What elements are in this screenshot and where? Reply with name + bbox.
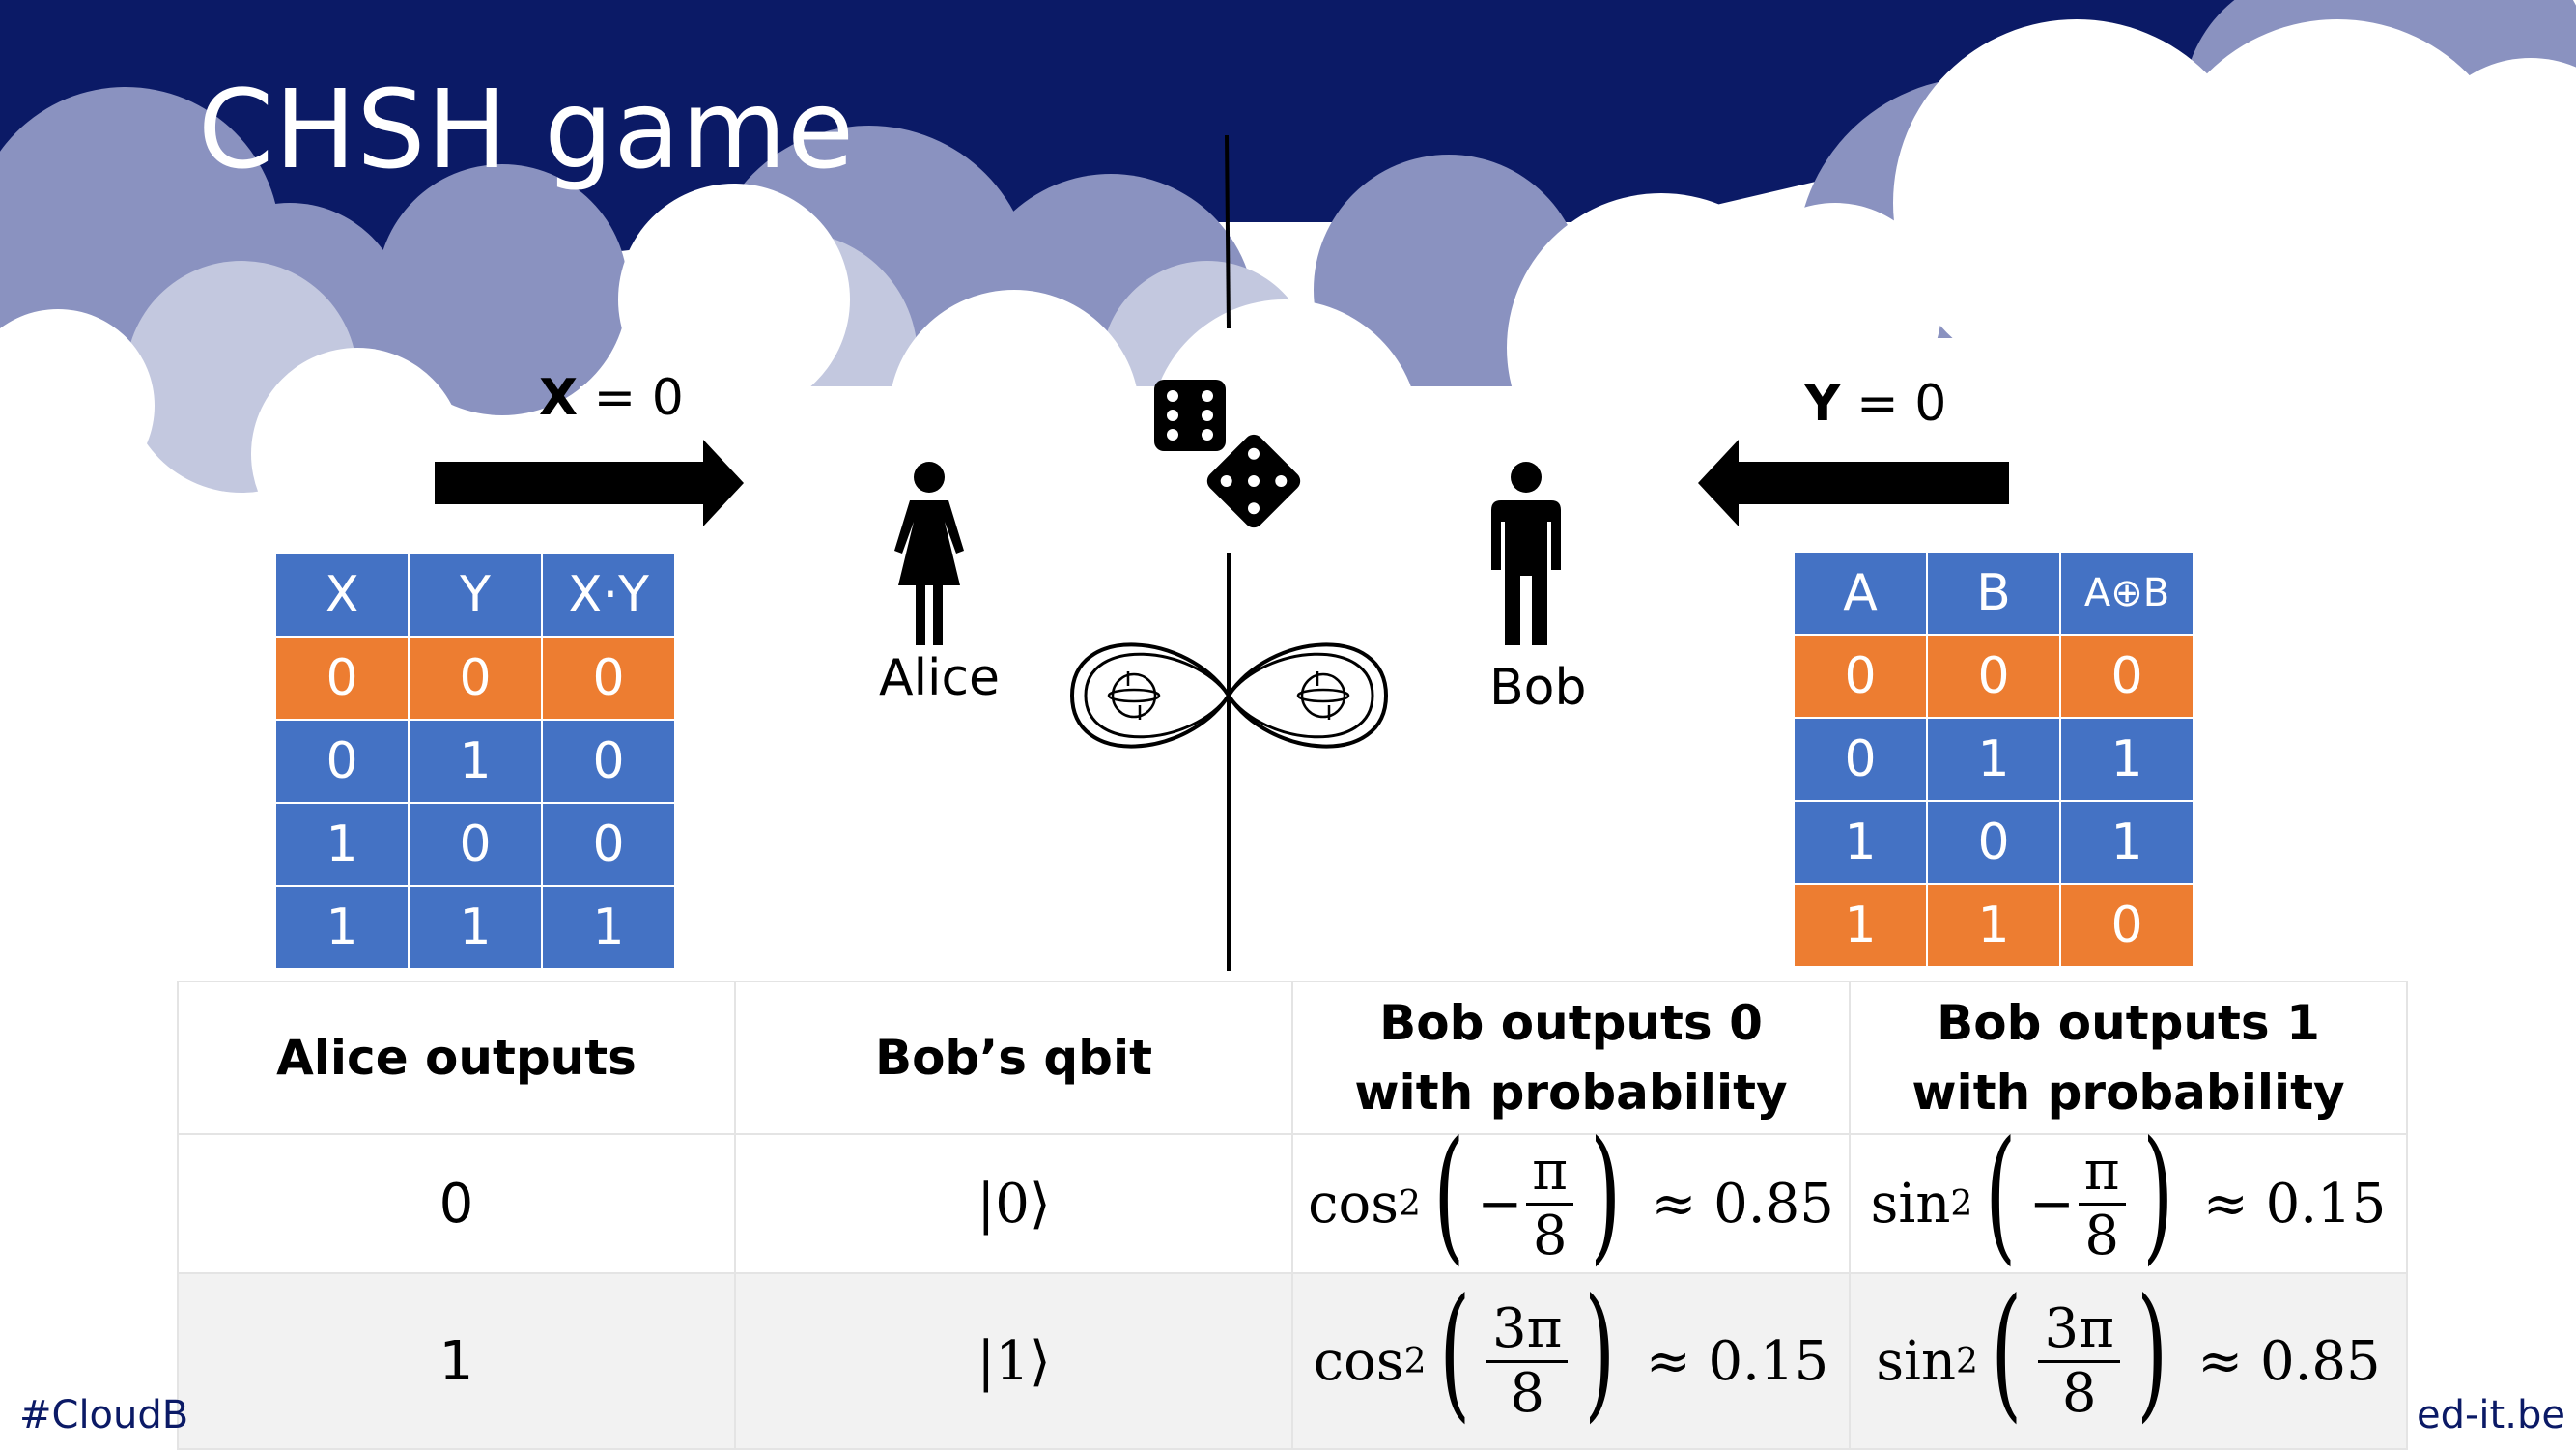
player-header-b: B <box>1926 551 2061 636</box>
table-row: 0 1 0 <box>274 719 676 804</box>
player-table: A B A⊕B 0 0 0 0 1 1 1 0 1 1 1 0 <box>1793 551 2194 968</box>
footer-website: ed-it.be <box>2417 1393 2565 1437</box>
referee-header-x: X <box>274 553 410 638</box>
woman-icon <box>894 462 964 645</box>
table-cell: 0 <box>1926 800 2061 885</box>
table-row: 1 0 0 <box>274 802 676 887</box>
header-bob-outputs-0: Bob outputs 0 with probability <box>1291 981 1851 1135</box>
table-cell: 0 <box>2059 883 2194 968</box>
table-cell: 1 <box>1793 800 1928 885</box>
alice-label: Alice <box>879 649 1001 707</box>
player-header-axorb: A⊕B <box>2059 551 2194 636</box>
table-cell: 0 <box>408 802 543 887</box>
table-cell: 0 <box>274 636 410 721</box>
header-bob-outputs-1: Bob outputs 1 with probability <box>1849 981 2408 1135</box>
bob-qbit-cell: |1⟩ <box>734 1272 1293 1450</box>
bob-qbit-cell: |0⟩ <box>734 1133 1293 1274</box>
table-cell: 0 <box>1793 717 1928 802</box>
table-row: 1 0 1 <box>1793 800 2194 885</box>
infinity-qubit-icon <box>1069 642 1389 749</box>
slide-title: CHSH game <box>198 68 856 193</box>
table-cell: 0 <box>541 802 676 887</box>
alice-input-label: X = 0 <box>539 369 684 427</box>
table-row: 0 0 0 <box>1793 634 2194 719</box>
table-cell: 0 <box>274 719 410 804</box>
referee-table: X Y X·Y 0 0 0 0 1 0 1 0 0 1 1 1 <box>274 553 676 970</box>
table-row: 0 0 0 <box>274 636 676 721</box>
table-row: 1 1 0 <box>1793 883 2194 968</box>
dice-icon <box>1154 380 1301 528</box>
man-icon <box>1491 462 1561 645</box>
table-cell: 1 <box>1926 717 2061 802</box>
referee-header-xy: X·Y <box>541 553 676 638</box>
table-cell: 1 <box>2059 800 2194 885</box>
table-cell: 1 <box>274 802 410 887</box>
header-alice-outputs: Alice outputs <box>177 981 736 1135</box>
table-cell: 0 <box>2059 634 2194 719</box>
table-cell: 1 <box>541 885 676 970</box>
alice-output-cell: 1 <box>177 1272 736 1450</box>
table-cell: 0 <box>541 719 676 804</box>
table-cell: 1 <box>408 885 543 970</box>
table-cell: 1 <box>1926 883 2061 968</box>
results-table: Alice outputs Bob’s qbit Bob outputs 0 w… <box>177 981 2408 1450</box>
table-cell: 1 <box>274 885 410 970</box>
bob-label: Bob <box>1489 659 1587 717</box>
header-bob-qbit: Bob’s qbit <box>734 981 1293 1135</box>
table-cell: 0 <box>1793 634 1928 719</box>
table-cell: 1 <box>1793 883 1928 968</box>
table-row: 1 1 1 <box>274 885 676 970</box>
table-cell: 0 <box>541 636 676 721</box>
table-cell: 0 <box>1926 634 2061 719</box>
alice-output-cell: 0 <box>177 1133 736 1274</box>
table-cell: 1 <box>2059 717 2194 802</box>
referee-header-y: Y <box>408 553 543 638</box>
table-cell: 1 <box>408 719 543 804</box>
player-header-a: A <box>1793 551 1928 636</box>
bob-input-label: Y = 0 <box>1804 375 1947 433</box>
footer-hashtag: #CloudB <box>19 1393 189 1437</box>
table-cell: 0 <box>408 636 543 721</box>
table-row: 0 1 1 <box>1793 717 2194 802</box>
